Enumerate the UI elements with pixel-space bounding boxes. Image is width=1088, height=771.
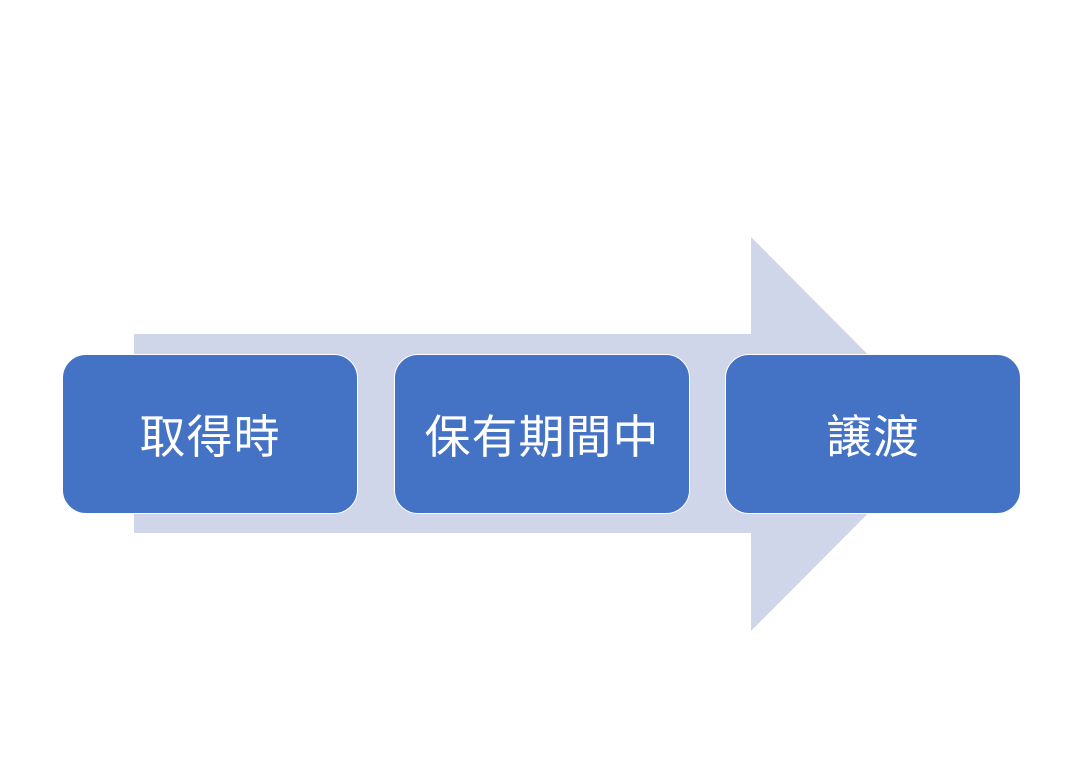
step-label: 保有期間中: [424, 410, 660, 464]
step-label: 取得時: [139, 410, 281, 464]
step-box-holding-period: 保有期間中: [394, 354, 690, 514]
step-box-acquisition: 取得時: [62, 354, 358, 514]
step-label: 譲渡: [826, 410, 920, 464]
step-box-transfer: 譲渡: [725, 354, 1021, 514]
